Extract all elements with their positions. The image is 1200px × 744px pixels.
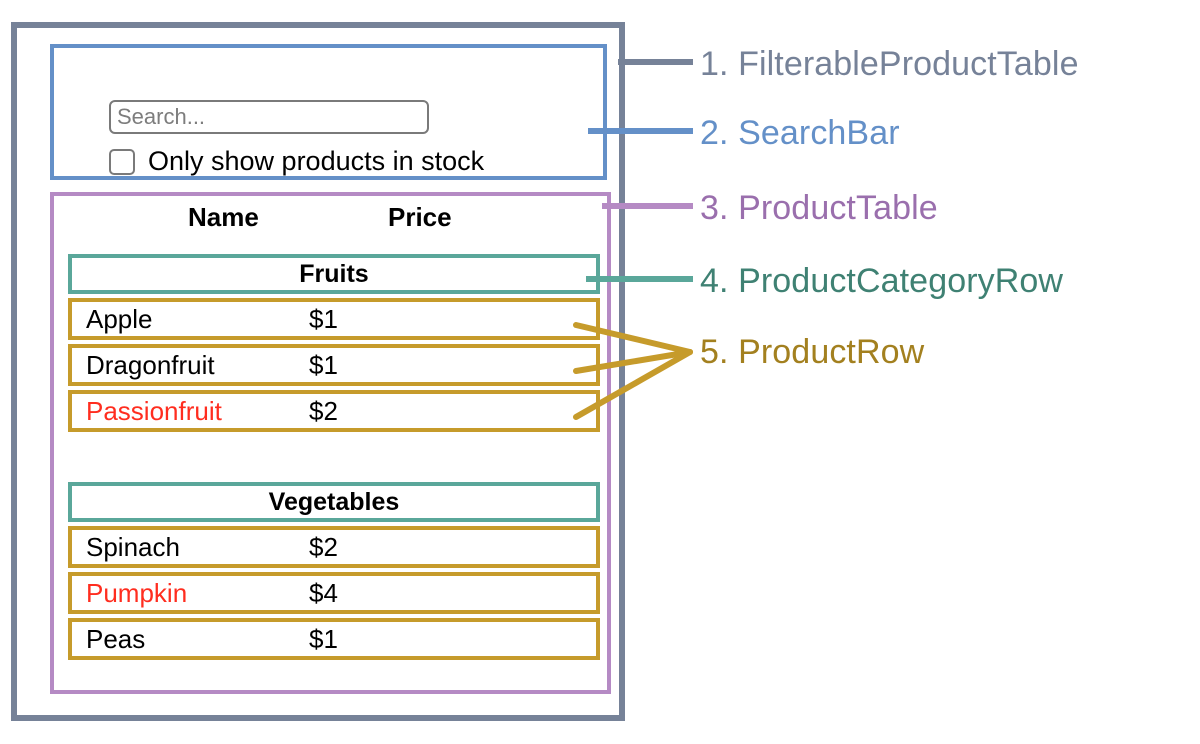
product-name: Spinach bbox=[86, 532, 180, 562]
product-price: $1 bbox=[309, 304, 338, 334]
search-bar-frame: Only show products in stock bbox=[50, 44, 607, 180]
product-price: $1 bbox=[309, 624, 338, 654]
product-name: Passionfruit bbox=[86, 396, 222, 426]
product-row: Pumpkin $4 bbox=[68, 572, 600, 614]
product-name: Dragonfruit bbox=[86, 350, 215, 380]
product-row: Apple $1 bbox=[68, 298, 600, 340]
product-name: Peas bbox=[86, 624, 146, 654]
legend-item-product-row: 5. ProductRow bbox=[700, 333, 925, 371]
product-table-frame: Name Price Fruits Apple $1 Dragonfruit $… bbox=[50, 192, 611, 694]
product-section-fruits: Fruits Apple $1 Dragonfruit $1 Passionfr… bbox=[68, 254, 600, 436]
product-price: $1 bbox=[309, 350, 338, 380]
product-category-row: Fruits bbox=[68, 254, 600, 294]
only-in-stock-checkbox[interactable] bbox=[109, 148, 135, 175]
legend-item-search-bar: 2. SearchBar bbox=[700, 114, 900, 152]
legend-item-product-category-row: 4. ProductCategoryRow bbox=[700, 262, 1064, 300]
only-in-stock-row[interactable]: Only show products in stock bbox=[109, 148, 484, 175]
product-section-vegetables: Vegetables Spinach $2 Pumpkin $4 Peas $1 bbox=[68, 482, 600, 664]
product-category-label: Vegetables bbox=[268, 487, 400, 516]
product-row: Peas $1 bbox=[68, 618, 600, 660]
product-price: $4 bbox=[309, 578, 338, 608]
legend-item-product-table: 3. ProductTable bbox=[700, 189, 938, 227]
product-name: Pumpkin bbox=[86, 578, 188, 608]
product-price: $2 bbox=[309, 396, 338, 426]
only-in-stock-label: Only show products in stock bbox=[148, 146, 485, 176]
column-header-name: Name bbox=[188, 202, 259, 232]
product-category-row: Vegetables bbox=[68, 482, 600, 522]
filterable-product-table-frame: Only show products in stock Name Price F… bbox=[11, 22, 625, 721]
search-input[interactable] bbox=[109, 100, 429, 134]
column-header-price: Price bbox=[388, 202, 452, 232]
product-name: Apple bbox=[86, 304, 153, 334]
product-category-label: Fruits bbox=[299, 259, 369, 288]
product-table-header: Name Price bbox=[54, 202, 607, 242]
product-price: $2 bbox=[309, 532, 338, 562]
connector-line-filterable-product-table bbox=[618, 59, 693, 65]
product-row: Passionfruit $2 bbox=[68, 390, 600, 432]
product-row: Dragonfruit $1 bbox=[68, 344, 600, 386]
product-row: Spinach $2 bbox=[68, 526, 600, 568]
legend-item-filterable-product-table: 1. FilterableProductTable bbox=[700, 45, 1079, 83]
